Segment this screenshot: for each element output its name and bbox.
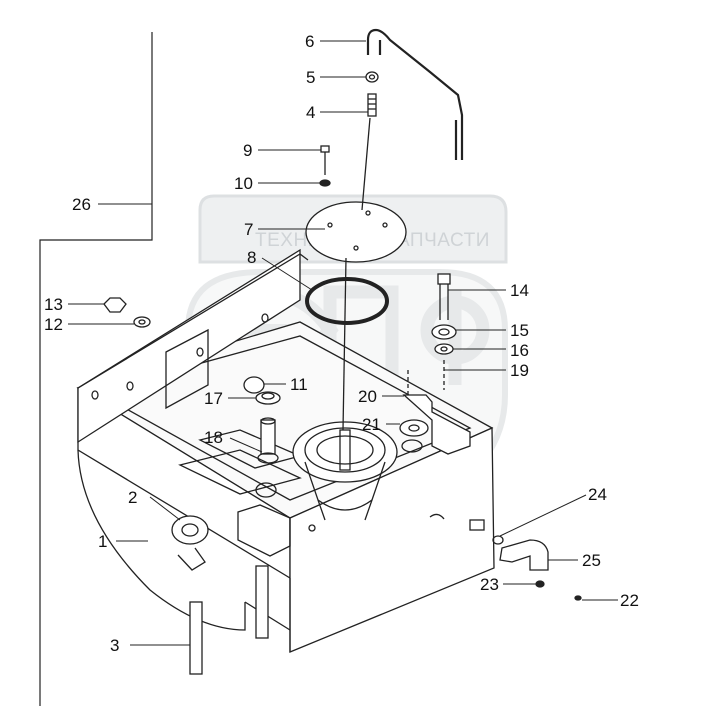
callout-23: 23: [480, 575, 499, 594]
callout-24: 24: [588, 485, 607, 504]
callout-6: 6: [305, 32, 314, 51]
callout-9: 9: [243, 141, 252, 160]
callout-19: 19: [510, 361, 529, 380]
sensor-parts: [399, 273, 471, 455]
filler-neck-assembly: [292, 421, 398, 521]
watermark-right-text: ЗАПЧАСТИ: [385, 230, 490, 251]
side-parts: [103, 297, 281, 675]
callout-20: 20: [358, 387, 377, 406]
clamp-parts: [492, 535, 582, 601]
callout-3: 3: [110, 636, 119, 655]
leader-lines: [68, 40, 618, 646]
cap-parts: [305, 28, 464, 431]
callout-7: 7: [244, 220, 253, 239]
callout-1: 1: [98, 532, 107, 551]
frame-line: [39, 32, 153, 706]
callout-8: 8: [247, 248, 256, 267]
callout-15: 15: [510, 321, 529, 340]
callout-16: 16: [510, 341, 529, 360]
callout-21: 21: [362, 415, 381, 434]
callout-11: 11: [290, 375, 308, 394]
callout-labels: 6 5 4 9 10 7 8 26 13 12 14 15 16 19 11 1…: [44, 32, 639, 655]
callout-22: 22: [620, 591, 639, 610]
callout-17: 17: [204, 389, 223, 408]
callout-10: 10: [234, 174, 253, 193]
callout-18: 18: [204, 428, 223, 447]
callout-26: 26: [72, 195, 91, 214]
callout-5: 5: [306, 68, 315, 87]
callout-13: 13: [44, 295, 63, 314]
callout-12: 12: [44, 315, 63, 334]
callout-2: 2: [128, 488, 137, 507]
callout-4: 4: [306, 103, 315, 122]
callout-14: 14: [510, 281, 529, 300]
callout-25: 25: [582, 551, 601, 570]
